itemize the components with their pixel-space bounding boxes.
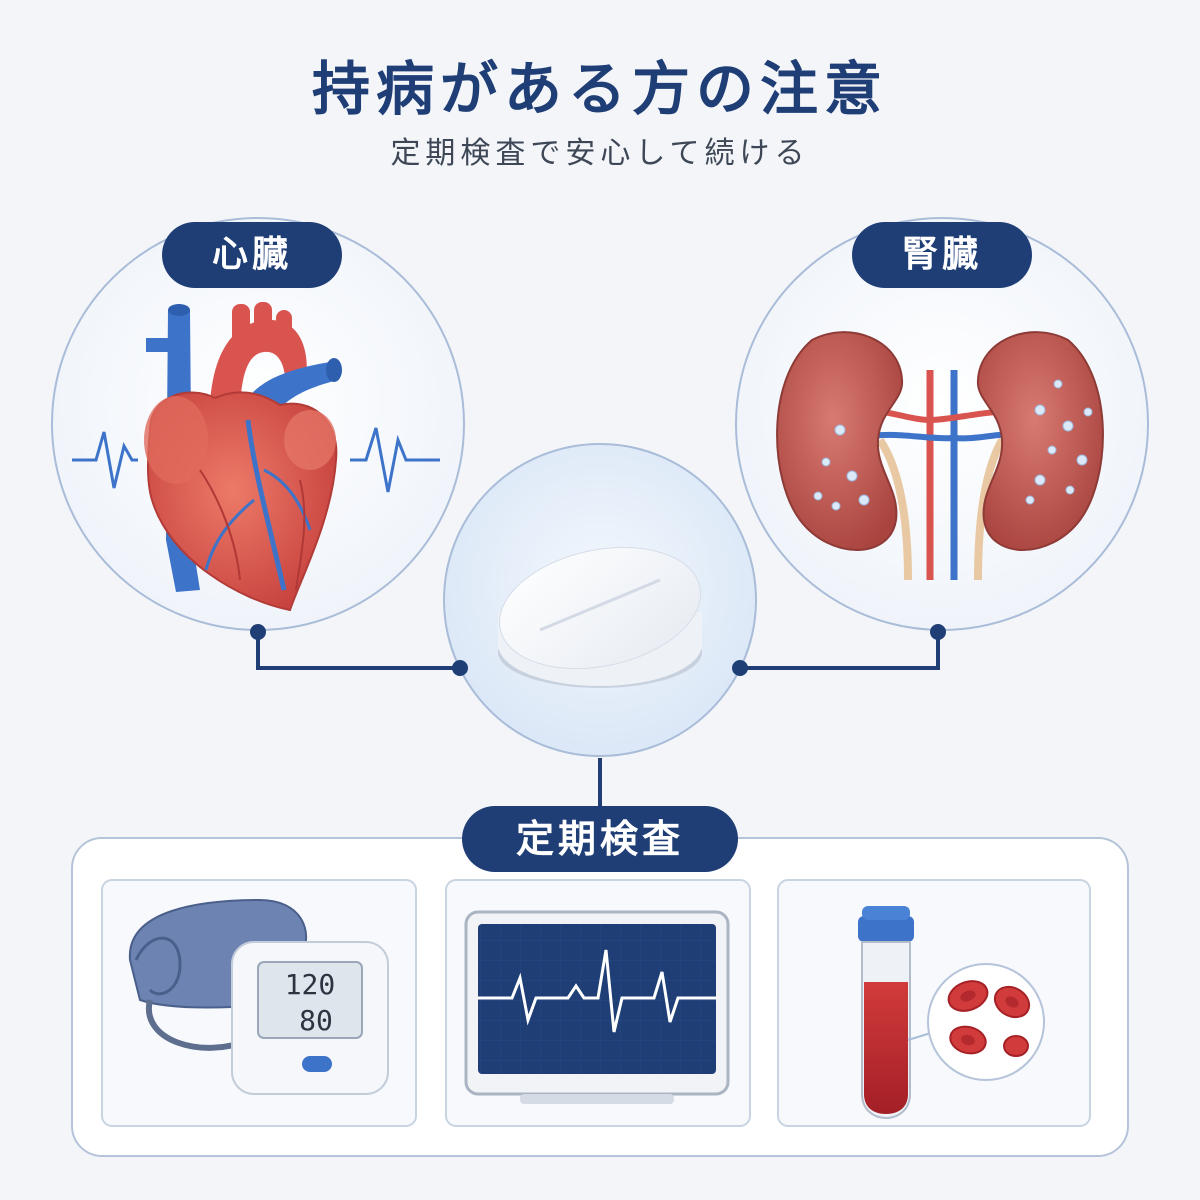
kidney-icon [776, 331, 1104, 581]
blood-pressure-monitor-icon [128, 898, 389, 1095]
heart-label: 心臓 [162, 222, 342, 288]
pill-tablet-icon [498, 546, 702, 688]
kidney-label: 腎臓 [852, 222, 1032, 288]
heart-icon [72, 302, 440, 612]
bp-diastolic-value: 80 [299, 1004, 333, 1037]
red-blood-cells-icon [927, 963, 1045, 1081]
connector-dots [250, 624, 946, 676]
page-title: 持病がある方の注意 [311, 55, 888, 123]
blood-test-tube-icon [858, 906, 914, 1120]
checkup-label: 定期検査 [462, 806, 738, 872]
page-subtitle: 定期検査で安心して続ける [390, 136, 810, 171]
bp-systolic-value: 120 [285, 968, 336, 1001]
ecg-monitor-icon [464, 910, 730, 1104]
connector-lines [256, 632, 940, 806]
